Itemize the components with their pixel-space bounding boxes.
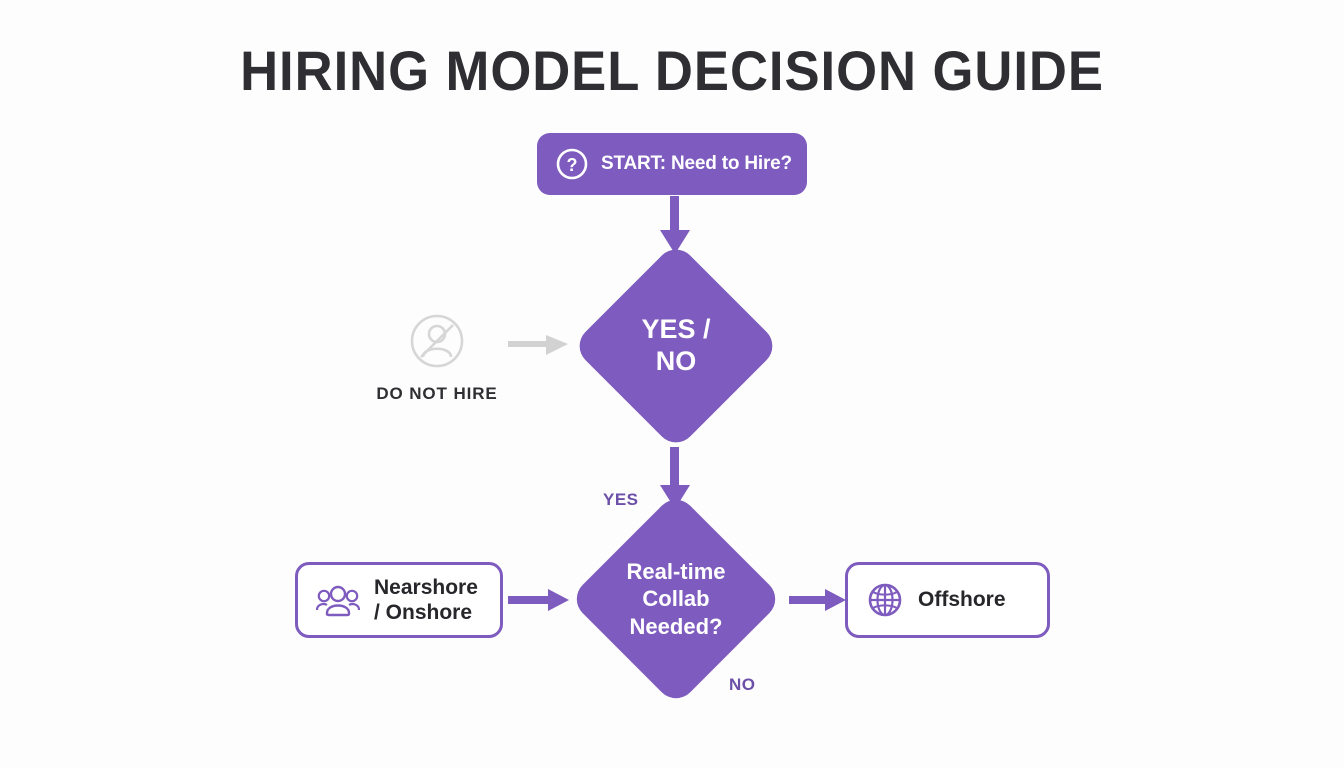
start-node-label: START: Need to Hire?	[601, 153, 792, 174]
nearshore-onshore-node[interactable]: Nearshore / Onshore	[295, 562, 503, 638]
start-node[interactable]: ? START: Need to Hire?	[537, 133, 807, 195]
decision-realtime-collab-label: Real-time Collab Needed?	[626, 559, 726, 639]
arrow-start-to-decision	[655, 196, 695, 263]
decision-yes-no[interactable]: YES / NO	[571, 241, 781, 451]
arrow-do-not-hire-to-decision	[508, 330, 570, 365]
nearshore-onshore-label: Nearshore / Onshore	[374, 575, 478, 624]
decision-yes-no-label: YES / NO	[641, 314, 711, 376]
arrow-collab-to-offshore	[789, 585, 847, 620]
do-not-hire-node: DO NOT HIRE	[366, 310, 508, 404]
svg-text:?: ?	[567, 155, 578, 175]
edge-label-no: NO	[729, 675, 756, 694]
arrow-nearshore-to-collab	[508, 585, 570, 620]
do-not-hire-label: DO NOT HIRE	[376, 384, 498, 403]
no-person-icon	[406, 310, 468, 372]
offshore-label: Offshore	[918, 588, 1006, 612]
page-title: HIRING MODEL DECISION GUIDE	[240, 39, 1104, 102]
people-group-icon	[316, 583, 360, 617]
arrow-decision-to-collab	[655, 447, 695, 522]
edge-label-yes: YES	[603, 490, 639, 509]
question-circle-icon: ?	[555, 147, 589, 181]
globe-icon	[866, 581, 904, 619]
offshore-node[interactable]: Offshore	[845, 562, 1050, 638]
decision-realtime-collab[interactable]: Real-time Collab Needed?	[568, 491, 784, 707]
